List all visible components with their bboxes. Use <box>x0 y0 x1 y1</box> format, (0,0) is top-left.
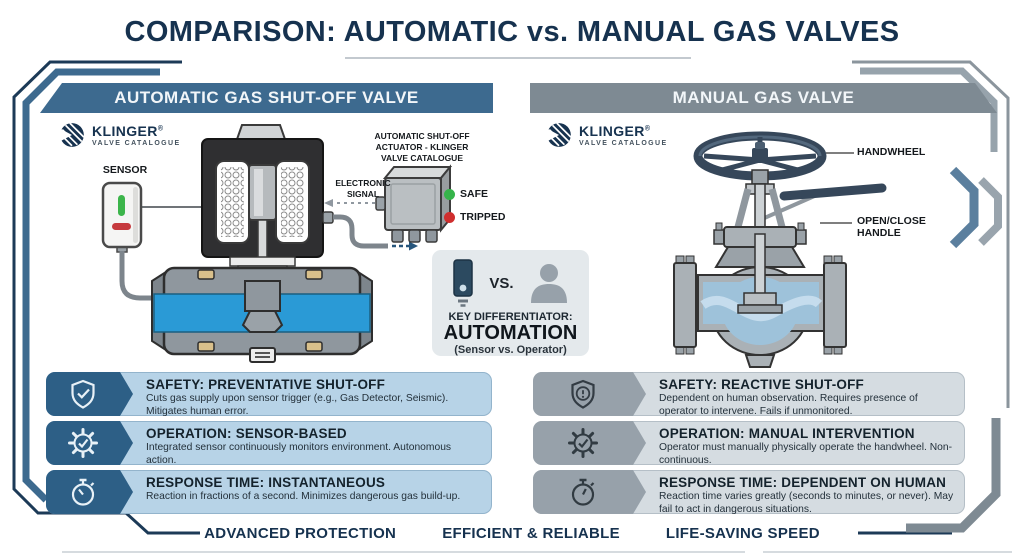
handwheel <box>693 131 827 181</box>
sensor-device <box>101 181 202 301</box>
gas-flow-channel <box>153 293 371 333</box>
row-title: RESPONSE TIME: DEPENDENT ON HUMAN <box>659 475 947 490</box>
electronic-signal-label: ELECTRONIC SIGNAL <box>335 178 391 200</box>
feature-row-response-right: RESPONSE TIME: DEPENDENT ON HUMAN Reacti… <box>533 470 965 514</box>
row-title: SAFETY: PREVENTATIVE SHUT-OFF <box>146 377 386 392</box>
row-icon-tab <box>533 421 646 465</box>
tripped-indicator-dot <box>444 212 455 223</box>
row-body: Dependent on human observation. Requires… <box>659 393 918 416</box>
row-text: SAFETY: PREVENTATIVE SHUT-OFF Cuts gas s… <box>133 372 492 416</box>
globe-valve-illustration <box>673 131 887 368</box>
gear-check-icon <box>566 426 600 460</box>
brand-name: KLINGER® <box>92 122 164 139</box>
shield-alert-icon <box>566 377 600 411</box>
key-differentiator-label: KEY DIFFERENTIATOR: <box>448 311 573 323</box>
title-underline <box>345 57 691 59</box>
row-icon-tab <box>46 372 133 416</box>
sensor-led-green <box>118 195 125 216</box>
handwheel-label: HANDWHEEL <box>857 146 926 158</box>
open-close-handle <box>779 183 887 201</box>
brand-subtitle: VALVE CATALOGUE <box>92 139 181 147</box>
feature-row-safety-right: SAFETY: REACTIVE SHUT-OFF Dependent on h… <box>533 372 965 416</box>
stopwatch-icon <box>66 475 100 509</box>
feature-row-response-left: RESPONSE TIME: INSTANTANEOUS Reaction in… <box>46 470 492 514</box>
brand-name: KLINGER® <box>579 122 651 139</box>
gear-check-icon <box>66 426 100 460</box>
vs-label: VS. <box>489 274 514 292</box>
row-text: RESPONSE TIME: INSTANTANEOUS Reaction in… <box>133 470 468 514</box>
safe-indicator-dot <box>444 189 455 200</box>
gas-flow-channel <box>703 282 819 324</box>
row-title: OPERATION: SENSOR-BASED <box>146 426 347 441</box>
row-text: RESPONSE TIME: DEPENDENT ON HUMAN Reacti… <box>646 470 965 514</box>
valve-body <box>673 222 847 368</box>
footer-item: EFFICIENT & RELIABLE <box>442 525 620 542</box>
sensor-label: SENSOR <box>102 164 148 176</box>
sensor-bar-red <box>112 223 131 230</box>
row-text: OPERATION: MANUAL INTERVENTION Operator … <box>646 421 965 465</box>
row-icon-tab <box>533 470 646 514</box>
feature-row-operation-left: OPERATION: SENSOR-BASED Integrated senso… <box>46 421 492 465</box>
safe-label: SAFE <box>460 188 489 200</box>
footer-tagline: ADVANCED PROTECTION EFFICIENT & RELIABLE… <box>0 525 1024 542</box>
row-title: SAFETY: REACTIVE SHUT-OFF <box>659 377 865 392</box>
key-differentiator-badge: VS. KEY DIFFERENTIATOR: AUTOMATION (Sens… <box>432 250 589 356</box>
solenoid-coil-housing <box>201 124 324 291</box>
row-icon-tab <box>46 470 133 514</box>
open-close-handle-label: OPEN/CLOSE HANDLE <box>857 215 926 239</box>
feature-row-operation-right: OPERATION: MANUAL INTERVENTION Operator … <box>533 421 965 465</box>
stopwatch-icon <box>566 475 600 509</box>
row-text: OPERATION: SENSOR-BASED Integrated senso… <box>133 421 492 465</box>
klinger-logo-icon <box>545 122 572 147</box>
row-body: Integrated sensor continuously monitors … <box>146 442 452 465</box>
right-panel-header: MANUAL GAS VALVE <box>530 83 997 113</box>
row-body: Cuts gas supply upon sensor trigger (e.g… <box>146 393 449 416</box>
row-icon-tab <box>46 421 133 465</box>
person-icon <box>530 264 567 303</box>
signal-wire <box>322 199 418 251</box>
row-body: Operator must manually physically operat… <box>659 442 953 465</box>
sensor-icon <box>453 259 474 307</box>
key-differentiator-note: (Sensor vs. Operator) <box>454 344 567 356</box>
key-differentiator-value: AUTOMATION <box>443 322 578 344</box>
row-body: Reaction in fractions of a second. Minim… <box>146 491 461 502</box>
row-text: SAFETY: REACTIVE SHUT-OFF Dependent on h… <box>646 372 965 416</box>
shield-check-icon <box>66 377 100 411</box>
left-panel-header: AUTOMATIC GAS SHUT-OFF VALVE <box>40 83 493 113</box>
actuator-caption: AUTOMATIC SHUT-OFF ACTUATOR - KLINGER VA… <box>374 131 470 164</box>
feature-row-safety-left: SAFETY: PREVENTATIVE SHUT-OFF Cuts gas s… <box>46 372 492 416</box>
page-title: COMPARISON: AUTOMATIC vs. MANUAL GAS VAL… <box>124 16 900 48</box>
footer-item: ADVANCED PROTECTION <box>204 525 397 542</box>
brand-left: KLINGER® VALVE CATALOGUE <box>58 120 181 150</box>
tripped-label: TRIPPED <box>460 211 506 223</box>
row-title: OPERATION: MANUAL INTERVENTION <box>659 426 915 441</box>
brand-subtitle: VALVE CATALOGUE <box>579 139 668 147</box>
brand-right: KLINGER® VALVE CATALOGUE <box>545 120 668 150</box>
row-body: Reaction time varies greatly (seconds to… <box>659 491 954 514</box>
footer-item: LIFE-SAVING SPEED <box>665 525 820 542</box>
row-title: RESPONSE TIME: INSTANTANEOUS <box>146 475 386 490</box>
row-icon-tab <box>533 372 646 416</box>
klinger-logo-icon <box>58 122 85 147</box>
valve-body <box>151 266 373 363</box>
